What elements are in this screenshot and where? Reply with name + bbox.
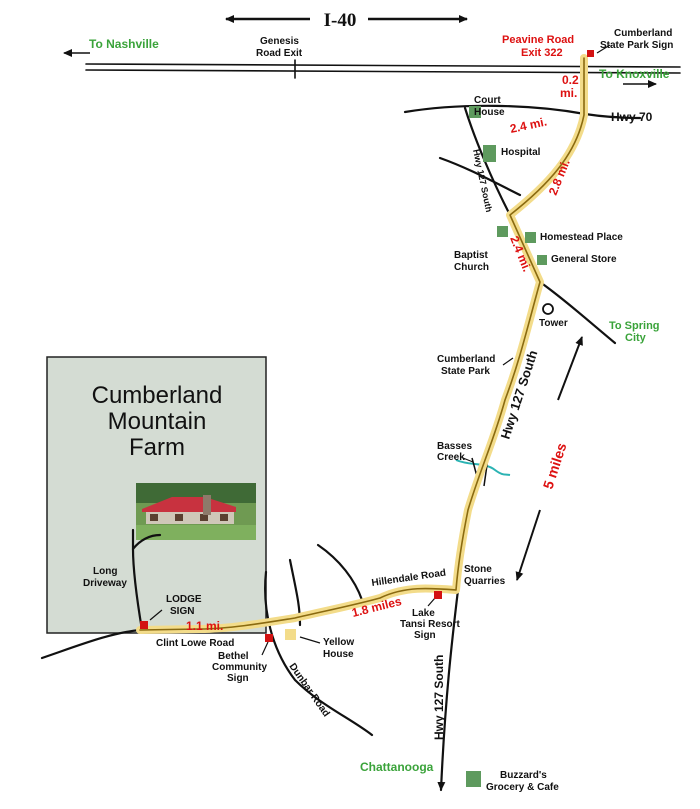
lake-tansi-sign-marker <box>434 591 442 599</box>
yellow-house-pointer <box>299 636 321 644</box>
basses-label-1: Basses <box>437 441 472 452</box>
spring-city-label-1: To Spring <box>609 320 660 332</box>
buzzards-label-2: Grocery & Cafe <box>486 782 559 793</box>
five-mile-arrow-up <box>557 336 583 401</box>
five-miles-label: 5 miles <box>540 441 570 491</box>
driveway-to-lodge <box>131 533 162 551</box>
hospital-marker <box>483 145 496 162</box>
general-store-marker <box>537 255 547 265</box>
route-line <box>139 57 585 631</box>
baptist-label-2: Church <box>454 262 489 273</box>
lodge-sign-label-2: SIGN <box>170 606 194 617</box>
homestead-label: Homestead Place <box>540 232 623 243</box>
basses-label-2: Creek <box>437 452 465 463</box>
state-park-sign-marker <box>587 50 594 57</box>
state-park-sign-label-1: Cumberland <box>614 28 672 39</box>
bethel-pointer <box>261 641 269 656</box>
farm-title-line3: Farm <box>129 434 185 461</box>
lodge-pointer <box>149 609 163 621</box>
farm-title-line1: Cumberland <box>92 382 223 409</box>
nashville-label: To Nashville <box>89 37 159 51</box>
knoxville-label: To Knoxville <box>599 67 670 81</box>
basses-pointer <box>462 457 474 463</box>
lake-tansi-label-2: Tansi Resort <box>400 619 460 630</box>
bethel-label-3: Sign <box>227 673 249 684</box>
peavine-label-1: Peavine Road <box>502 34 574 46</box>
peavine-label-2: Exit 322 <box>521 47 563 59</box>
baptist-label-1: Baptist <box>454 250 489 261</box>
lodge-sign-label-1: LODGE <box>166 594 202 605</box>
dunbar-label: Dunbar Road <box>287 661 332 719</box>
hospital-label: Hospital <box>501 147 541 158</box>
i40-highway <box>85 63 681 68</box>
state-park-sign-pointer <box>596 44 611 54</box>
distance-1-1: 1.1 mi. <box>186 619 223 633</box>
hillendale-side-road <box>316 543 364 602</box>
lodge-photo <box>136 483 256 540</box>
long-driveway-label-2: Driveway <box>83 578 127 589</box>
lake-tansi-pointer <box>427 597 436 607</box>
lake-tansi-label-1: Lake <box>412 608 435 619</box>
tower-marker <box>542 303 554 315</box>
hwy-70-label: Hwy 70 <box>611 110 653 124</box>
distance-2-4-a: 2.4 mi. <box>509 114 548 135</box>
court-house-label-2: House <box>474 107 505 118</box>
long-driveway <box>131 528 144 632</box>
clint-lowe-label: Clint Lowe Road <box>156 638 234 649</box>
farm-title-line2: Mountain <box>108 408 207 435</box>
i40-label: I-40 <box>324 10 357 31</box>
distance-0-2-a: 0.2 <box>562 73 579 87</box>
state-park-sign-label-2: State Park Sign <box>600 40 673 51</box>
homestead-marker <box>525 232 536 243</box>
genesis-label-1: Genesis <box>260 36 299 47</box>
hwy-70-road <box>403 104 642 120</box>
stone-quarries-label-2: Quarries <box>464 576 506 587</box>
clint-lowe-road <box>40 628 142 660</box>
court-house-label-1: Court <box>474 95 501 106</box>
state-park-label-1: Cumberland <box>437 354 495 365</box>
chattanooga-label: Chattanooga <box>360 760 434 774</box>
buzzards-label-1: Buzzard's <box>500 770 547 781</box>
distance-0-2-b: mi. <box>560 86 577 100</box>
bethel-label-1: Bethel <box>218 651 249 662</box>
basses-creek <box>455 459 511 476</box>
state-park-pointer <box>502 357 514 366</box>
genesis-label-2: Road Exit <box>256 48 303 59</box>
state-park-label-2: State Park <box>441 366 490 377</box>
lake-tansi-label-3: Sign <box>414 630 436 641</box>
yellow-house-label-1: Yellow <box>323 637 354 648</box>
buzzards-marker <box>466 771 481 787</box>
general-store-label: General Store <box>551 254 617 265</box>
bethel-label-2: Community <box>212 662 267 673</box>
yellow-house-marker <box>285 629 296 640</box>
long-driveway-label-1: Long <box>93 566 117 577</box>
hwy-127-lower-label: Hwy 127 South <box>432 655 446 740</box>
spring-city-label-2: City <box>625 332 647 344</box>
five-mile-arrow-down <box>515 509 541 581</box>
dunbar-road <box>264 570 374 737</box>
bethel-sign-marker <box>265 634 273 642</box>
spring-city-road <box>538 280 617 345</box>
i40-highway-lane <box>85 69 681 74</box>
stone-quarries-label-1: Stone <box>464 564 492 575</box>
hwy-127-lower-road <box>437 588 460 792</box>
baptist-church-marker <box>497 226 508 237</box>
court-house-marker <box>469 106 481 118</box>
lodge-sign-marker <box>140 621 148 629</box>
cross-road <box>438 156 522 197</box>
yellow-house-label-2: House <box>323 649 354 660</box>
tower-label: Tower <box>539 318 568 329</box>
